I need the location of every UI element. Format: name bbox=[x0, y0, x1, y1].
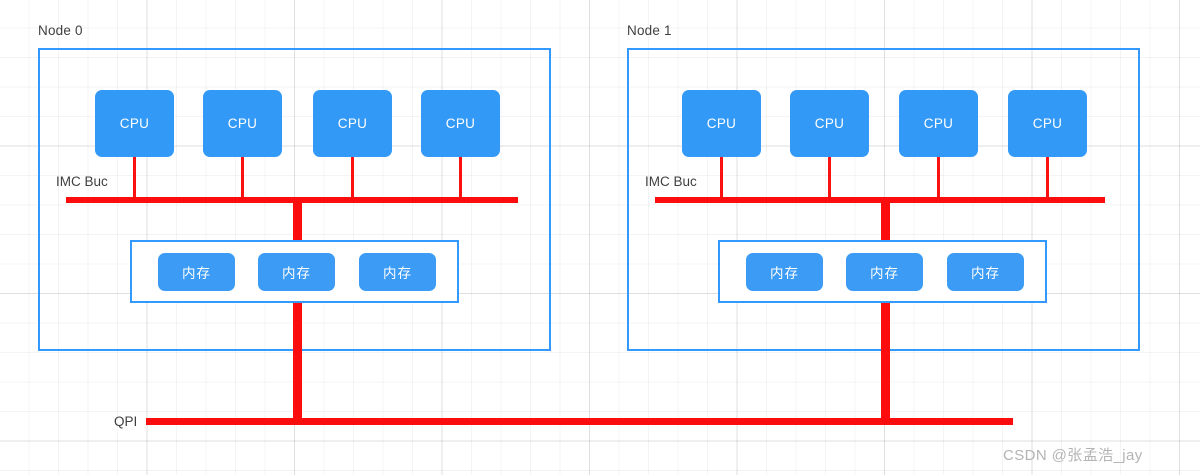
memory-box-0-0[interactable]: 内存 bbox=[158, 253, 235, 291]
cpu-label: CPU bbox=[337, 116, 368, 131]
memory-label: 内存 bbox=[870, 266, 899, 281]
memory-box-0-1[interactable]: 内存 bbox=[258, 253, 335, 291]
imc-bus-line-0 bbox=[66, 197, 518, 203]
cpu-label: CPU bbox=[227, 116, 258, 131]
cpu-label: CPU bbox=[1032, 116, 1063, 131]
cpu-stem-1-2 bbox=[937, 157, 940, 201]
memory-label: 内存 bbox=[971, 266, 1000, 281]
qpi-trunk-0 bbox=[293, 197, 302, 424]
cpu-label: CPU bbox=[814, 116, 845, 131]
qpi-trunk-1 bbox=[881, 197, 890, 424]
cpu-box-1-0[interactable]: CPU bbox=[682, 90, 761, 157]
memory-box-1-0[interactable]: 内存 bbox=[746, 253, 823, 291]
imc-bus-line-1 bbox=[655, 197, 1105, 203]
memory-label: 内存 bbox=[282, 266, 311, 281]
memory-label: 内存 bbox=[182, 266, 211, 281]
node-label-0: Node 0 bbox=[38, 23, 83, 38]
imc-bus-label-1: IMC Buc bbox=[645, 174, 697, 189]
cpu-stem-1-3 bbox=[1046, 157, 1049, 201]
memory-box-1-2[interactable]: 内存 bbox=[947, 253, 1024, 291]
memory-box-1-1[interactable]: 内存 bbox=[846, 253, 923, 291]
cpu-stem-1-1 bbox=[828, 157, 831, 201]
cpu-stem-0-2 bbox=[351, 157, 354, 201]
cpu-box-0-0[interactable]: CPU bbox=[95, 90, 174, 157]
memory-label: 内存 bbox=[383, 266, 412, 281]
imc-bus-label-0: IMC Buc bbox=[56, 174, 108, 189]
cpu-box-1-2[interactable]: CPU bbox=[899, 90, 978, 157]
cpu-label: CPU bbox=[706, 116, 737, 131]
qpi-bus-line bbox=[146, 418, 1013, 425]
cpu-label: CPU bbox=[119, 116, 150, 131]
cpu-box-1-3[interactable]: CPU bbox=[1008, 90, 1087, 157]
cpu-box-1-1[interactable]: CPU bbox=[790, 90, 869, 157]
node-label-1: Node 1 bbox=[627, 23, 672, 38]
cpu-stem-0-0 bbox=[133, 157, 136, 201]
cpu-stem-0-1 bbox=[241, 157, 244, 201]
memory-box-0-2[interactable]: 内存 bbox=[359, 253, 436, 291]
cpu-stem-1-0 bbox=[720, 157, 723, 201]
cpu-label: CPU bbox=[923, 116, 954, 131]
cpu-label: CPU bbox=[445, 116, 476, 131]
memory-label: 内存 bbox=[770, 266, 799, 281]
cpu-box-0-2[interactable]: CPU bbox=[313, 90, 392, 157]
cpu-stem-0-3 bbox=[459, 157, 462, 201]
cpu-box-0-3[interactable]: CPU bbox=[421, 90, 500, 157]
qpi-label: QPI bbox=[114, 414, 138, 429]
cpu-box-0-1[interactable]: CPU bbox=[203, 90, 282, 157]
watermark: CSDN @张孟浩_jay bbox=[1003, 447, 1143, 464]
